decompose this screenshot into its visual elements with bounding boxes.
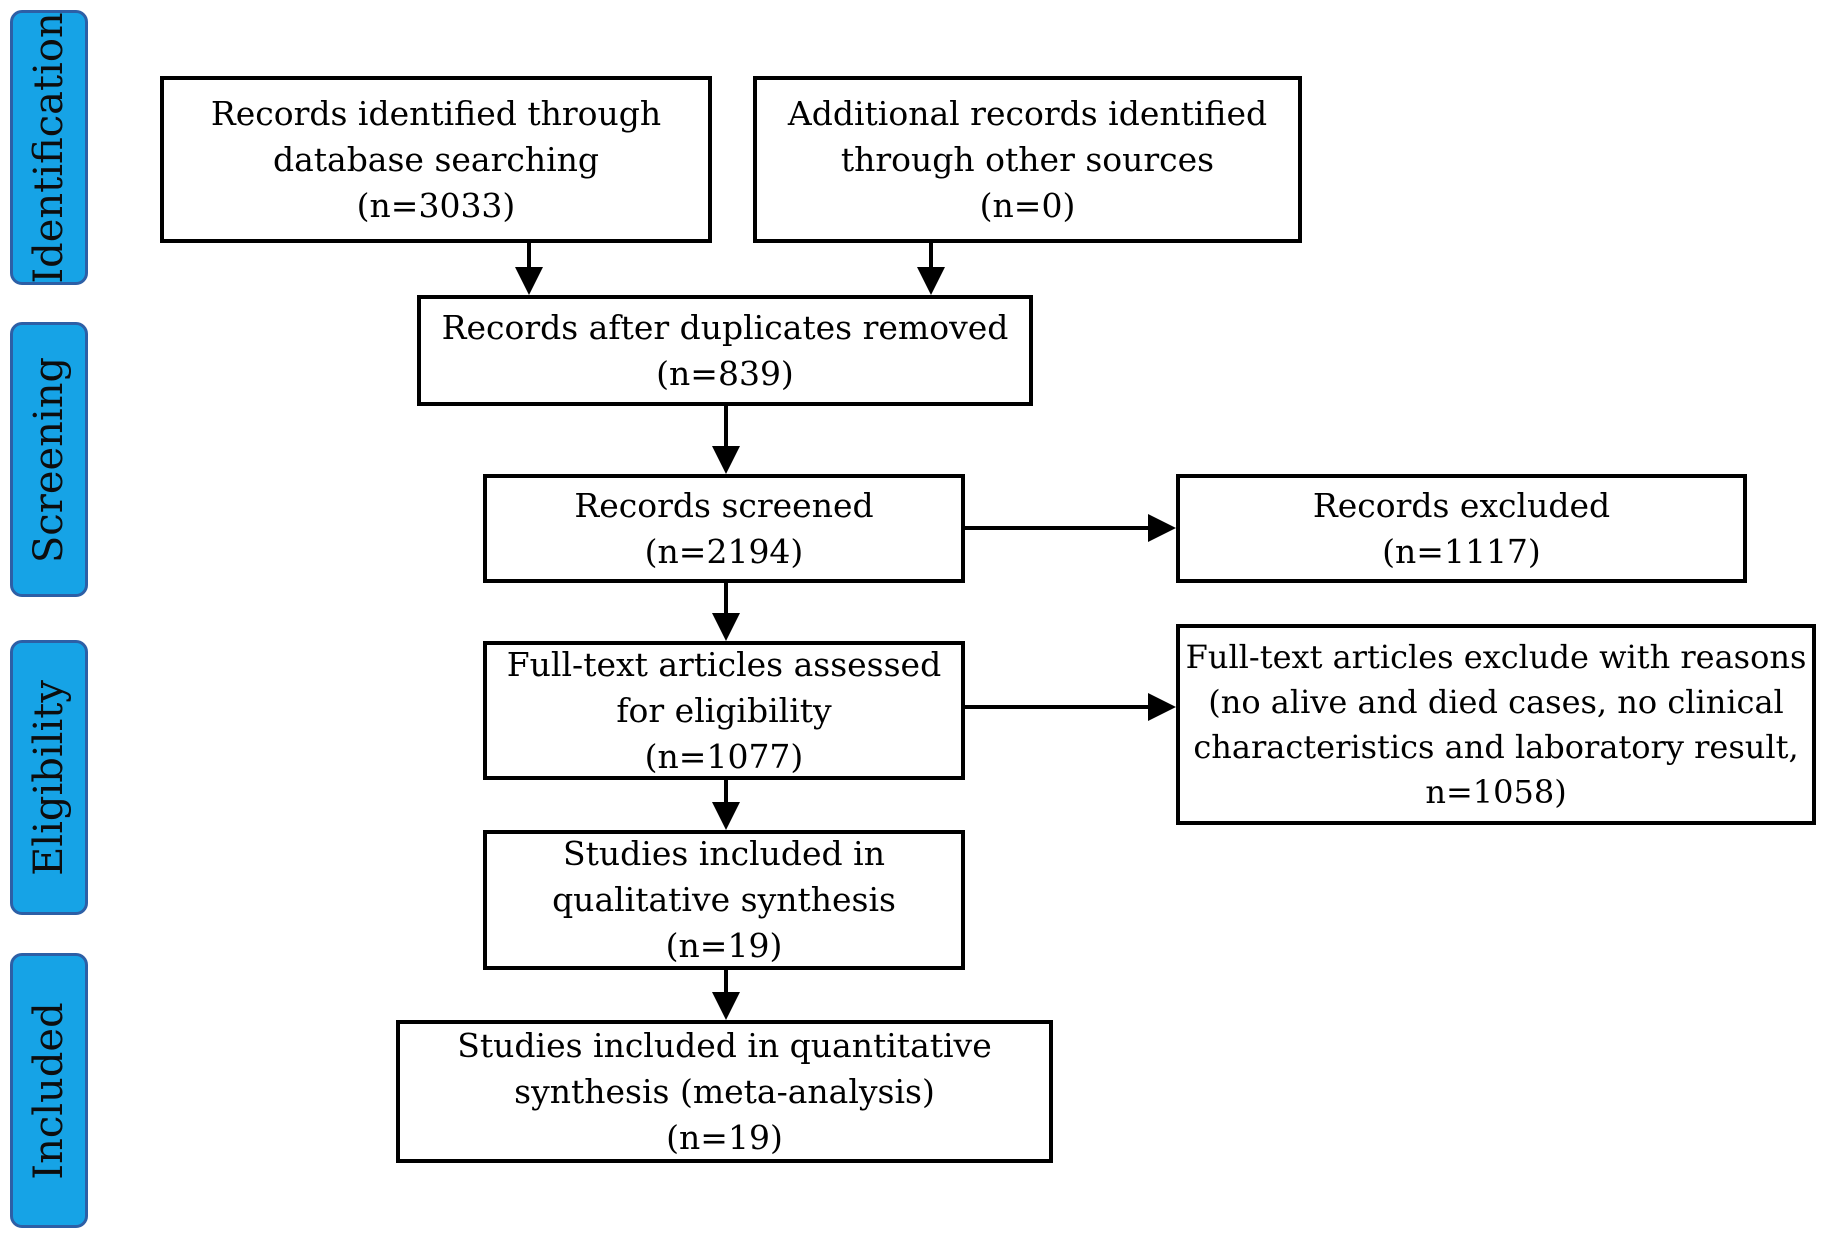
- records-excluded-line1: Records excluded: [1312, 485, 1611, 525]
- fulltext-excluded-line2: (no alive and died cases, no clinical: [1208, 682, 1784, 721]
- qualitative-count: (n=19): [665, 926, 783, 965]
- after-duplicates-line1: Records after duplicates removed: [441, 307, 1009, 347]
- box-other-records: Additional records identified through ot…: [753, 76, 1302, 243]
- quantitative-line2: synthesis (meta-analysis): [514, 1071, 935, 1111]
- box-database-records: Records identified through database sear…: [160, 76, 712, 243]
- database-records-count: (n=3033): [356, 185, 516, 225]
- quantitative-line1: Studies included in quantitative: [457, 1025, 992, 1065]
- stage-eligibility: Eligibility: [10, 640, 88, 915]
- after-duplicates-count: (n=839): [656, 353, 794, 393]
- quantitative-count: (n=19): [666, 1117, 783, 1157]
- database-records-line2: database searching: [272, 139, 600, 179]
- records-excluded-count: (n=1117): [1382, 531, 1541, 571]
- box-after-duplicates: Records after duplicates removed (n=839): [417, 295, 1033, 406]
- fulltext-assessed-count: (n=1077): [644, 736, 804, 776]
- fulltext-excluded-line4: n=1058): [1425, 772, 1567, 811]
- fulltext-assessed-line1: Full-text articles assessed: [506, 644, 942, 684]
- stage-screening: Screening: [10, 322, 88, 597]
- records-screened-count: (n=2194): [644, 531, 804, 571]
- records-screened-line1: Records screened: [574, 485, 874, 525]
- fulltext-excluded-line1: Full-text articles exclude with reasons: [1185, 637, 1807, 676]
- box-records-screened: Records screened (n=2194): [483, 474, 965, 583]
- box-quantitative-synthesis: Studies included in quantitative synthes…: [396, 1020, 1053, 1163]
- fulltext-excluded-line3: characteristics and laboratory result,: [1193, 727, 1799, 766]
- fulltext-assessed-line2: for eligibility: [616, 690, 832, 730]
- stage-identification: Identification: [10, 10, 88, 285]
- qualitative-line1: Studies included in: [563, 834, 885, 873]
- database-records-line1: Records identified through: [210, 93, 662, 133]
- qualitative-line2: qualitative synthesis: [552, 880, 896, 919]
- stage-included: Included: [10, 953, 88, 1228]
- box-fulltext-excluded: Full-text articles exclude with reasons …: [1176, 624, 1816, 825]
- other-records-line2: through other sources: [840, 139, 1215, 179]
- box-fulltext-assessed: Full-text articles assessed for eligibil…: [483, 641, 965, 780]
- box-records-excluded: Records excluded (n=1117): [1176, 474, 1747, 583]
- other-records-line1: Additional records identified: [787, 93, 1268, 133]
- box-qualitative-synthesis: Studies included in qualitative synthesi…: [483, 830, 965, 970]
- other-records-count: (n=0): [979, 185, 1076, 225]
